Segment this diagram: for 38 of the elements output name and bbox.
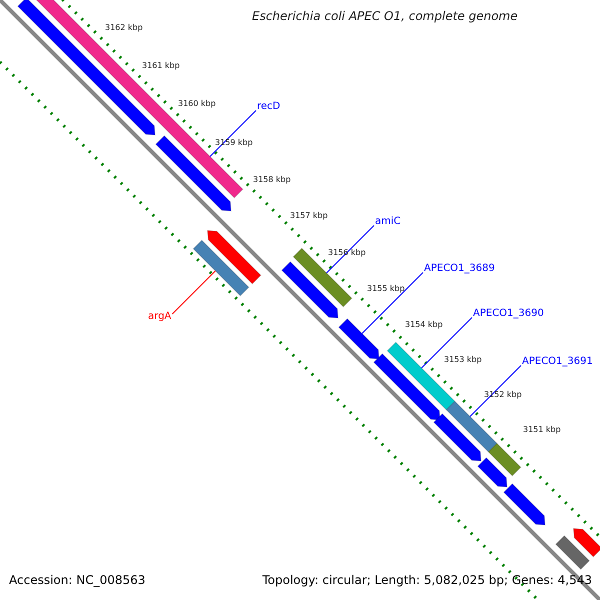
kbp-tick-label: 3151 kbp: [523, 425, 561, 434]
gene-feature-bar: [555, 535, 590, 570]
gene-label: APECO1_3690: [473, 308, 544, 320]
gene-feature-bar: [373, 353, 441, 421]
gene-feature-bar: [292, 248, 352, 308]
gene-feature-bar: [281, 261, 339, 319]
gene-feature-bar: [446, 400, 498, 452]
leader-line: [326, 225, 374, 274]
gene-label: APECO1_3691: [522, 356, 593, 368]
gene-feature-bar: [433, 413, 482, 462]
gene-label: APECO1_3689: [424, 263, 495, 274]
gene-label: amiC: [375, 216, 401, 228]
leader-line: [172, 270, 216, 314]
gene-feature-bar: [206, 230, 262, 284]
gene-feature-bar: [503, 483, 546, 526]
diagram-title: Escherichia coli APEC O1, complete genome: [252, 10, 518, 24]
leader-line: [210, 110, 256, 157]
kbp-tick-label: 3153 kbp: [444, 355, 482, 364]
gene-feature-bar: [572, 528, 600, 558]
gene-label: recD: [257, 101, 280, 112]
gene-feature-bar: [488, 442, 522, 476]
leader-line: [362, 272, 424, 334]
kbp-tick-label: 3160 kbp: [178, 99, 216, 108]
kbp-tick-label: 3154 kbp: [405, 320, 443, 330]
gene-label: argA: [148, 311, 172, 322]
gene-feature-bar: [338, 318, 380, 360]
leader-line: [470, 365, 522, 417]
kbp-tick-label: 3155 kbp: [367, 284, 405, 294]
kbp-tick-label: 3157 kbp: [290, 211, 328, 220]
kbp-tick-label: 3156 kbp: [328, 248, 366, 258]
kbp-tick-label: 3161 kbp: [142, 61, 180, 70]
kbp-tick-label: 3162 kbp: [105, 23, 143, 32]
accession-text: Accession: NC_008563: [9, 574, 146, 588]
kbp-tick-label: 3158 kbp: [253, 175, 291, 184]
leader-line: [421, 317, 472, 368]
gene-feature-bar: [192, 240, 250, 296]
gene-feature-bar: [477, 457, 508, 488]
genome-info-text: Topology: circular; Length: 5,082,025 bp; Genes: 4,543: [262, 574, 592, 588]
